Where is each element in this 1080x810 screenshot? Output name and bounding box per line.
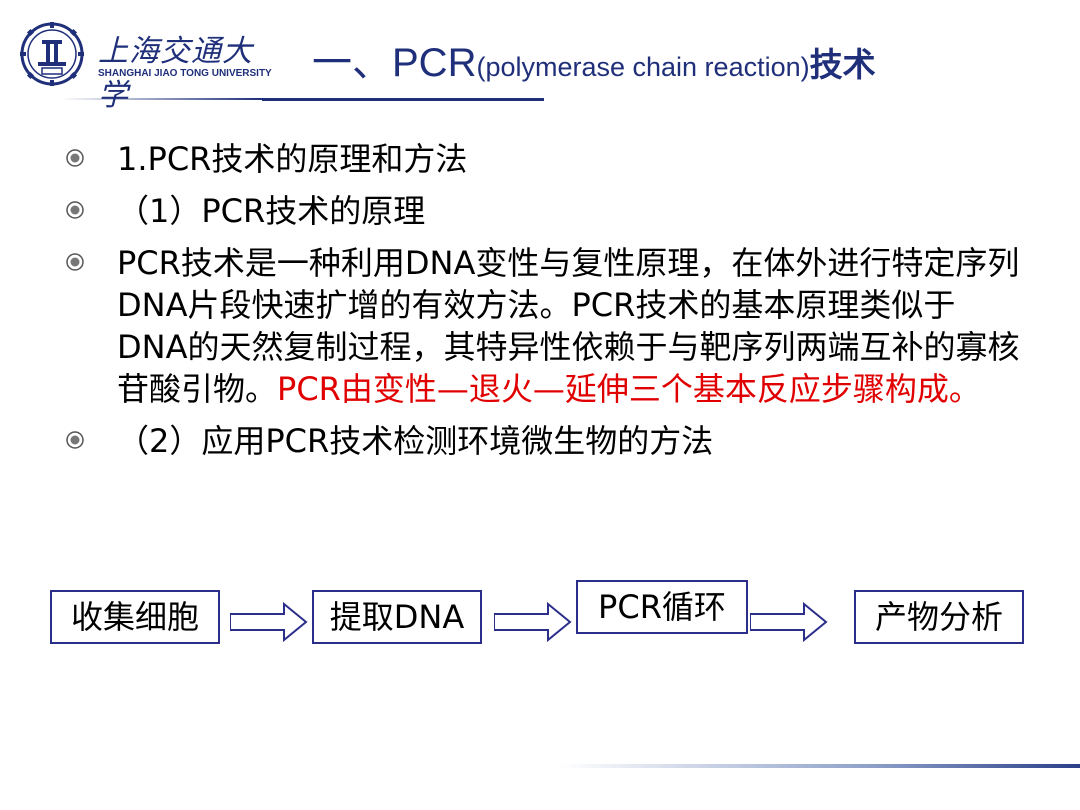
- bullet-item: 1.PCR技术的原理和方法: [60, 138, 1020, 180]
- flow-step-collect-cells: 收集细胞: [50, 590, 220, 644]
- university-logo: 上海交通大学 SHANGHAI JIAO TONG UNIVERSITY: [20, 22, 272, 113]
- bullet-text: （1）PCR技术的原理: [117, 192, 426, 230]
- bullet-text: PCR技术是一种利用DNA变性与复性原理，在体外进行特定序列DNA片段快速扩增的…: [117, 244, 1020, 408]
- flow-step-product-analysis: 产物分析: [854, 590, 1024, 644]
- slide-title: 一、PCR(polymerase chain reaction)技术: [312, 30, 876, 88]
- bullet-text: 1.PCR技术的原理和方法: [117, 140, 468, 178]
- university-name-en: SHANGHAI JIAO TONG UNIVERSITY: [98, 68, 272, 79]
- title-tail: 技术: [809, 45, 876, 84]
- bullet-item: （1）PCR技术的原理: [60, 190, 1020, 232]
- flow-arrow-icon: [750, 602, 828, 642]
- bullet-seal-icon: [66, 201, 84, 219]
- title-parenthetical: (polymerase chain reaction): [476, 52, 810, 82]
- title-main: 一、PCR: [312, 41, 477, 85]
- footer-rule: [560, 764, 1080, 768]
- bullet-seal-icon: [66, 253, 84, 271]
- bullet-highlight-text: PCR由变性—退火—延伸三个基本反应步骤构成。: [277, 370, 981, 408]
- process-flowchart: 收集细胞 提取DNA PCR循环 产物分析: [0, 580, 1080, 660]
- university-seal-icon: [20, 22, 84, 86]
- flow-step-pcr-cycle: PCR循环: [576, 580, 748, 634]
- bullet-paragraph: PCR技术是一种利用DNA变性与复性原理，在体外进行特定序列DNA片段快速扩增的…: [117, 242, 1020, 410]
- title-underline: [262, 98, 544, 101]
- bullet-list: 1.PCR技术的原理和方法 （1）PCR技术的原理 PCR技术是一种利用DNA变…: [60, 138, 1020, 472]
- flow-arrow-icon: [230, 602, 308, 642]
- flow-arrow-icon: [494, 602, 572, 642]
- flow-step-extract-dna: 提取DNA: [312, 590, 482, 644]
- bullet-item: PCR技术是一种利用DNA变性与复性原理，在体外进行特定序列DNA片段快速扩增的…: [60, 242, 1020, 410]
- university-name-cn: 上海交通大学: [98, 34, 253, 113]
- bullet-text: （2）应用PCR技术检测环境微生物的方法: [117, 422, 714, 460]
- bullet-item: （2）应用PCR技术检测环境微生物的方法: [60, 420, 1020, 462]
- bullet-seal-icon: [66, 149, 84, 167]
- title-underline-fade: [60, 98, 262, 100]
- bullet-seal-icon: [66, 431, 84, 449]
